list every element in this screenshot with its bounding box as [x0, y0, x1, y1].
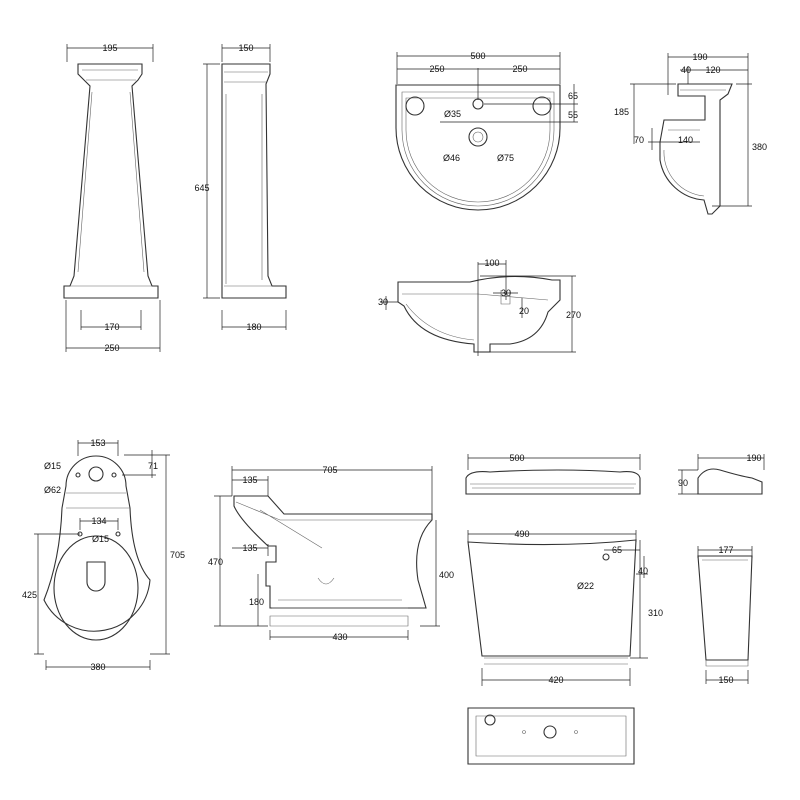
dim-section-height: 270: [566, 310, 581, 320]
dim-lid-depth: 190: [746, 453, 761, 463]
dim-waste-inner: Ø46: [443, 153, 460, 163]
cistern-front-view: 490 65 40 Ø22 310 420: [467, 529, 663, 686]
dim-section-centre: 100: [484, 258, 499, 268]
dim-pedestal-base-width: 250: [104, 343, 119, 353]
cistern-side-view: 177 150: [697, 545, 753, 685]
dim-section-slot-width: 30: [501, 288, 511, 298]
dim-basin-waste-height: 70: [634, 135, 644, 145]
dim-wc-seat-holes: 134: [91, 516, 106, 526]
dim-wc-side-length: 705: [322, 465, 337, 475]
dim-wc-bowl-length: 425: [22, 590, 37, 600]
dim-wc-cistern-holes: 153: [90, 438, 105, 448]
dim-basin-bracket: 120: [705, 65, 720, 75]
wc-top-view: 153 71 Ø15 Ø62 134 Ø15 425 705 380: [22, 438, 185, 672]
dim-cistern-side-depth: 177: [718, 545, 733, 555]
basin-section-view: 100 30 30 20 270: [378, 258, 581, 356]
dim-wc-total-length: 705: [170, 550, 185, 560]
dim-cistern-overflow-hole: Ø22: [577, 581, 594, 591]
dim-basin-side-depth: 190: [692, 52, 707, 62]
dim-waste-outer: Ø75: [497, 153, 514, 163]
dim-basin-waste-projection: 140: [678, 135, 693, 145]
dim-wc-outlet-height: 180: [249, 597, 264, 607]
dim-wc-bolt-hole: Ø15: [44, 461, 61, 471]
cistern-lid-view: 500 190 90: [465, 453, 765, 495]
dim-cistern-side-base: 150: [718, 675, 733, 685]
dim-wc-inlet-lower: 135: [242, 543, 257, 553]
dim-pedestal-height: 645: [194, 183, 209, 193]
dim-section-rim: 30: [378, 297, 388, 307]
dim-cistern-overflow-offset: 65: [612, 545, 622, 555]
dim-basin-width: 500: [470, 51, 485, 61]
dim-cistern-overflow-height: 40: [638, 566, 648, 576]
dim-basin-tap-offset: 65: [568, 91, 578, 101]
dim-cistern-height: 310: [648, 608, 663, 618]
dim-wc-flush-inlet: Ø62: [44, 485, 61, 495]
dim-wc-height: 470: [208, 557, 223, 567]
dim-basin-half-right: 250: [512, 64, 527, 74]
dim-tap-hole: Ø35: [444, 109, 461, 119]
pedestal-front-view: 195 170 250: [63, 43, 161, 353]
dim-pedestal-top-width: 195: [102, 43, 117, 53]
dim-basin-wall-offset: 40: [681, 65, 691, 75]
dim-pedestal-top-depth: 150: [238, 43, 253, 53]
dim-wc-cistern-depth: 71: [148, 461, 158, 471]
dim-basin-side-height: 380: [752, 142, 767, 152]
dim-basin-overflow-offset: 55: [568, 110, 578, 120]
dim-section-slot-height: 20: [519, 306, 529, 316]
dim-wc-base-length: 430: [332, 632, 347, 642]
dim-lid-width: 500: [509, 453, 524, 463]
dim-wc-seat-hole: Ø15: [92, 534, 109, 544]
dim-pedestal-foot-holes: 170: [104, 322, 119, 332]
dim-wc-inlet-upper: 135: [242, 475, 257, 485]
dim-cistern-width: 490: [514, 529, 529, 539]
dim-wc-rim-height: 400: [439, 570, 454, 580]
pedestal-side-view: 150 645 180: [194, 43, 287, 332]
dim-basin-half-left: 250: [429, 64, 444, 74]
wc-side-view: 705 135 135 470 180 430 400: [208, 465, 454, 642]
dim-wc-width: 380: [90, 662, 105, 672]
dim-cistern-base-width: 420: [548, 675, 563, 685]
dim-lid-height: 90: [678, 478, 688, 488]
basin-side-view: 190 40 120 185 70 140 380: [614, 52, 767, 215]
basin-front-view: 500 250 250 65 55 Ø35 Ø46 Ø75: [395, 51, 578, 211]
dim-basin-top-to-waste: 185: [614, 107, 629, 117]
dim-pedestal-base-depth: 180: [246, 322, 261, 332]
cistern-plan-view: [467, 707, 635, 765]
